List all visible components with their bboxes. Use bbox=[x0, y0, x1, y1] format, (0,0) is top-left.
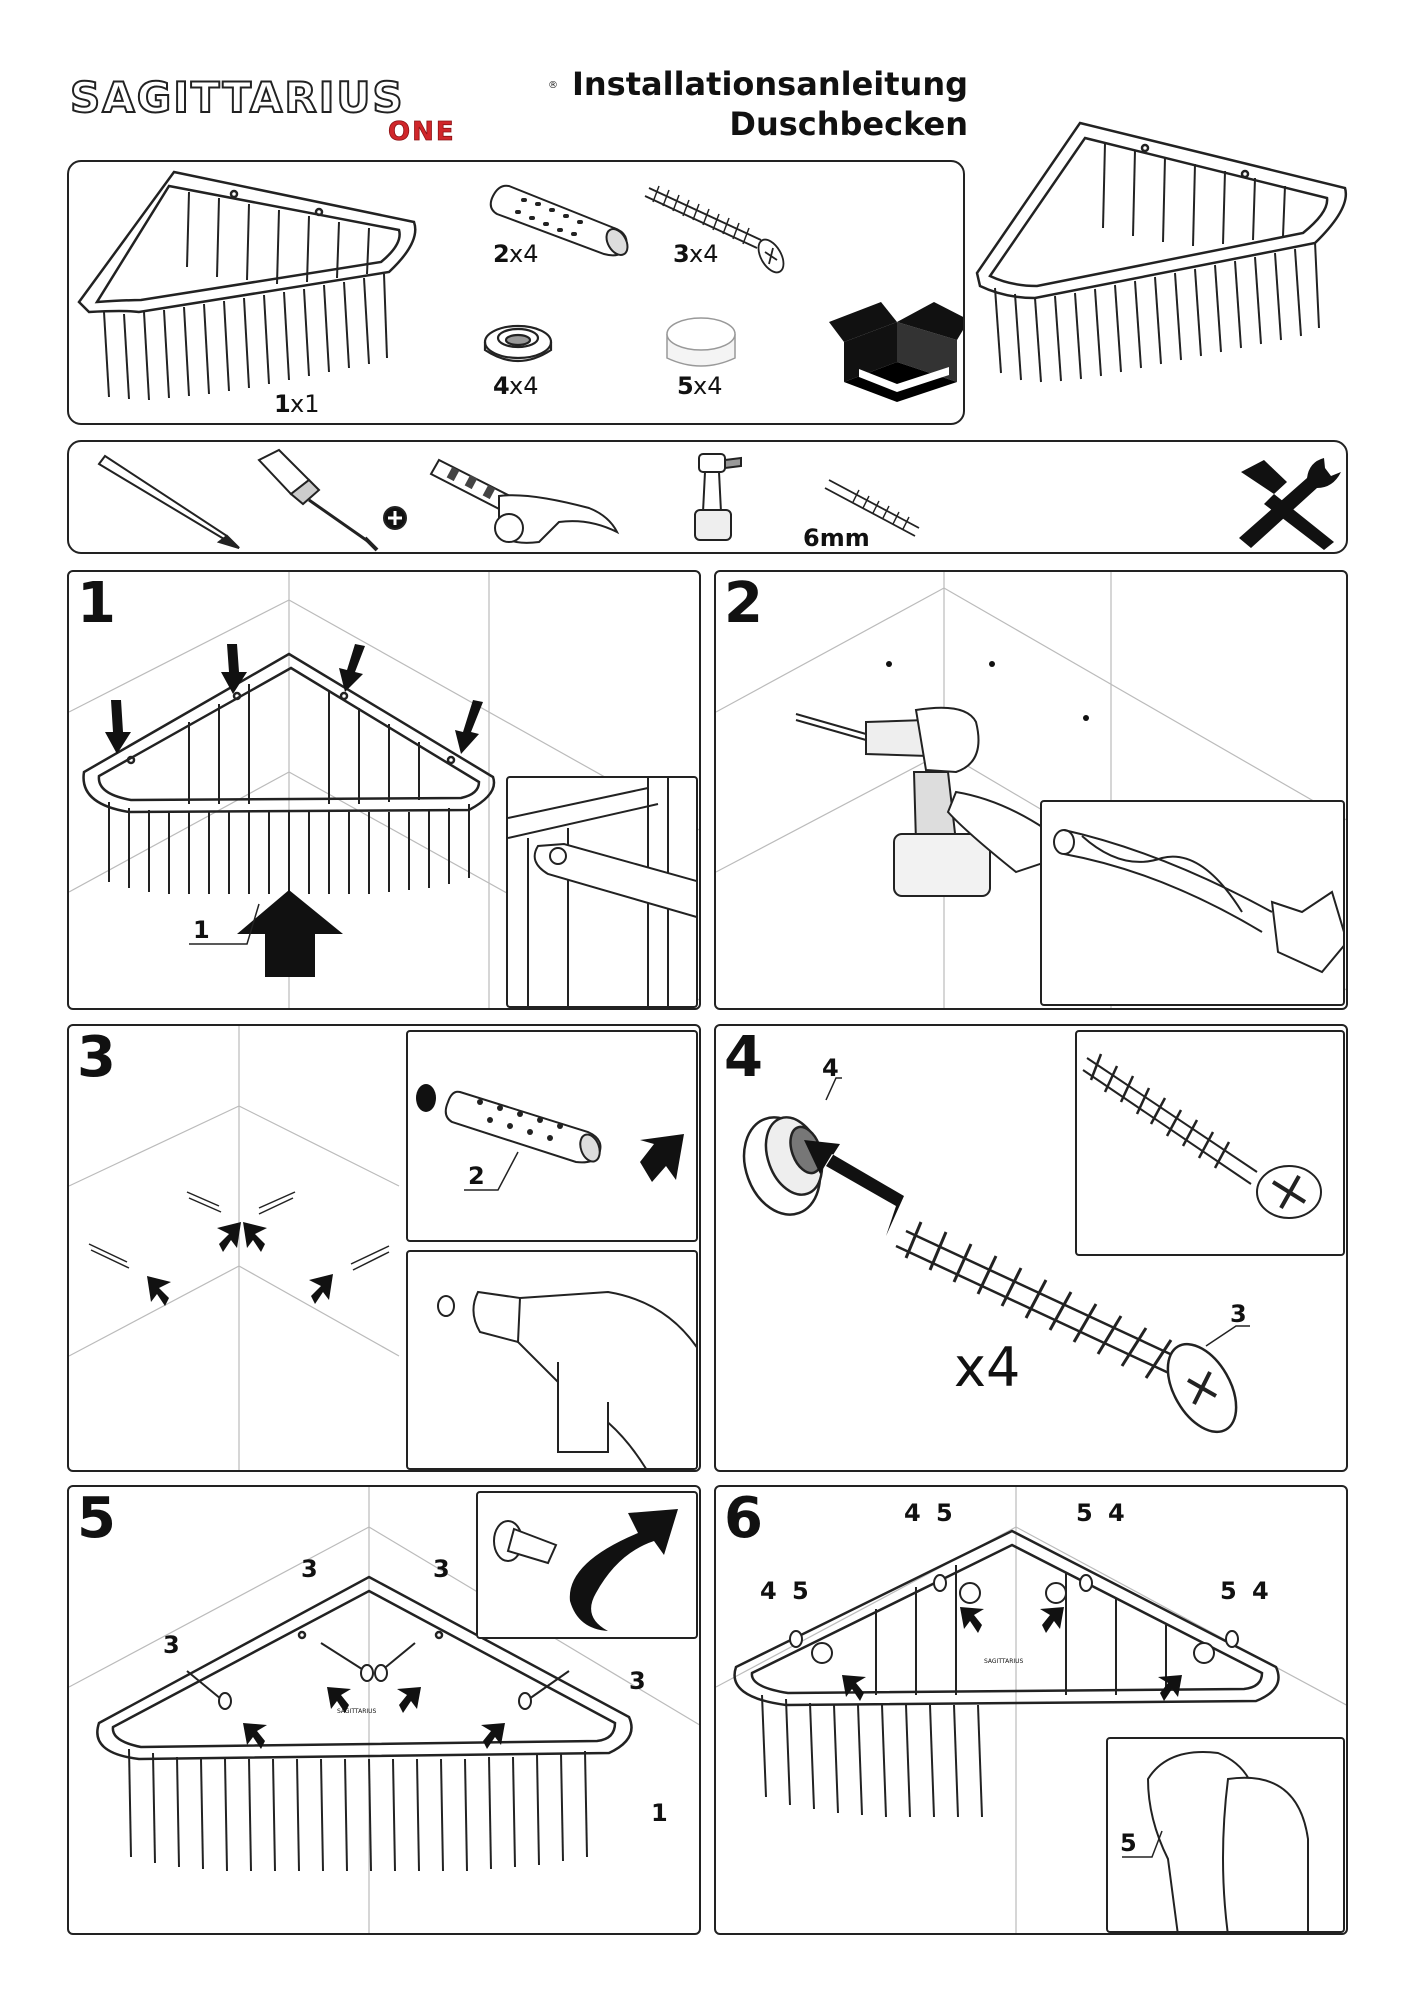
part-4-number: 4 bbox=[493, 372, 510, 400]
cap-illustration bbox=[666, 317, 736, 367]
basket-illustration bbox=[82, 652, 496, 894]
step-6-callout-5b: 5 bbox=[1076, 1499, 1093, 1527]
step-6-callout-4a: 4 bbox=[904, 1499, 921, 1527]
step-6-number: 6 bbox=[724, 1487, 763, 1551]
basket-brand-label: SAGITTARIUS bbox=[337, 1708, 377, 1715]
step-5-number: 5 bbox=[77, 1487, 116, 1551]
basket-illustration bbox=[733, 1529, 1280, 1818]
tools-list: 6mm bbox=[67, 440, 1348, 554]
step-4-detail-inset bbox=[1075, 1030, 1345, 1256]
step-2-detail-inset bbox=[1040, 800, 1345, 1006]
step-6-callout-5c: 5 bbox=[792, 1577, 809, 1605]
basket-illustration-large bbox=[975, 118, 1355, 388]
screwdriver-icon bbox=[257, 448, 407, 552]
step-1-callout-1: 1 bbox=[193, 916, 210, 944]
basket-brand-label-6: SAGITTARIUS bbox=[984, 1658, 1024, 1665]
screws-into-holes bbox=[186, 1642, 570, 1710]
step-5-callout-1: 1 bbox=[651, 1799, 668, 1827]
fasten-arrows bbox=[243, 1687, 505, 1749]
part-3-qty: x4 bbox=[689, 240, 718, 268]
step-3-panel: 3 2 bbox=[67, 1024, 701, 1472]
brand-sub: ONE bbox=[388, 117, 456, 147]
part-1-number: 1 bbox=[274, 390, 291, 418]
step-4-callout-3: 3 bbox=[1230, 1300, 1247, 1328]
power-drill-illustration bbox=[795, 706, 1079, 897]
step-4-multiplier: x4 bbox=[954, 1336, 1020, 1399]
step-5-callout-3d: 3 bbox=[629, 1667, 646, 1695]
wall-plug-illustration bbox=[489, 184, 629, 257]
part-3-number: 3 bbox=[673, 240, 690, 268]
step-5-callout-3c: 3 bbox=[163, 1631, 180, 1659]
step-4-number: 4 bbox=[724, 1026, 763, 1090]
step-6-callout-4b: 4 bbox=[1108, 1499, 1125, 1527]
part-1-qty: x1 bbox=[290, 390, 319, 418]
step-3-number: 3 bbox=[77, 1026, 116, 1090]
step-5-callout-3b: 3 bbox=[433, 1555, 450, 1583]
step-6-callout-4d: 4 bbox=[1252, 1577, 1269, 1605]
step-3-detail-inset-plug: 2 bbox=[406, 1030, 698, 1242]
step-6-callout-5a: 5 bbox=[936, 1499, 953, 1527]
step-1-detail-inset bbox=[506, 776, 698, 1008]
step-1-number: 1 bbox=[77, 572, 116, 636]
step-5-callout-3a: 3 bbox=[301, 1555, 318, 1583]
title-line-1: Installationsanleitung bbox=[571, 65, 968, 103]
step-4-callout-4: 4 bbox=[822, 1054, 839, 1082]
title-line-2: Duschbecken bbox=[729, 105, 968, 143]
rotate-arrow-icon bbox=[569, 1509, 678, 1631]
part-2-number: 2 bbox=[493, 240, 510, 268]
insert-arrows bbox=[147, 1222, 333, 1306]
brand-logo: SAGITTARIUS ® ONE bbox=[70, 70, 560, 150]
step-3-callout-2: 2 bbox=[468, 1162, 485, 1190]
power-drill-icon bbox=[694, 453, 742, 541]
parts-list: 2 x4 3 x4 4 x4 5 x4 1 x1 bbox=[67, 160, 965, 425]
svg-text:®: ® bbox=[548, 80, 558, 91]
step-6-panel: SAGITTARIUS 4 5 5 4 4 5 5 4 6 5 bbox=[714, 1485, 1348, 1935]
screw-illustration bbox=[644, 185, 785, 274]
washer-illustration bbox=[742, 1116, 824, 1216]
step-3-detail-inset-hammer bbox=[406, 1250, 698, 1470]
wall-plugs-in-wall bbox=[88, 1191, 390, 1271]
hammer-icon bbox=[429, 458, 620, 544]
drill-bit-icon bbox=[824, 479, 920, 537]
drill-marks bbox=[886, 661, 1089, 721]
step-6-callout-4c: 4 bbox=[760, 1577, 777, 1605]
step-4-panel: x4 4 3 4 bbox=[714, 1024, 1348, 1472]
step-2-number: 2 bbox=[724, 572, 763, 636]
step-5-detail-inset bbox=[476, 1491, 698, 1639]
tools-icon bbox=[1239, 458, 1341, 550]
drill-bit-size: 6mm bbox=[803, 524, 870, 552]
washers-and-caps bbox=[789, 1574, 1239, 1664]
part-2-qty: x4 bbox=[509, 240, 538, 268]
up-arrow-icon bbox=[237, 890, 343, 977]
insert-arrow-icon bbox=[804, 1140, 904, 1236]
part-5-qty: x4 bbox=[693, 372, 722, 400]
package-box-icon bbox=[829, 302, 963, 402]
pencil-icon bbox=[97, 454, 240, 549]
step-5-panel: SAGITTARIUS 3 3 3 3 1 5 bbox=[67, 1485, 701, 1935]
cap-arrows bbox=[842, 1607, 1182, 1701]
step-6-callout-5e: 5 bbox=[1120, 1829, 1137, 1857]
page-title: Installationsanleitung Duschbecken bbox=[560, 64, 968, 144]
washer-illustration bbox=[483, 324, 553, 362]
step-1-panel: 1 1 bbox=[67, 570, 701, 1010]
mounting-hole-arrows bbox=[105, 644, 483, 754]
step-6-detail-inset: 5 bbox=[1106, 1737, 1345, 1933]
basket-part-illustration bbox=[77, 170, 417, 401]
basket-illustration bbox=[96, 1575, 633, 1872]
step-2-panel: 2 bbox=[714, 570, 1348, 1010]
part-5-number: 5 bbox=[677, 372, 694, 400]
part-4-qty: x4 bbox=[509, 372, 538, 400]
screw-illustration bbox=[895, 1221, 1238, 1434]
brand-name: SAGITTARIUS bbox=[70, 73, 405, 122]
step-6-callout-5d: 5 bbox=[1220, 1577, 1237, 1605]
